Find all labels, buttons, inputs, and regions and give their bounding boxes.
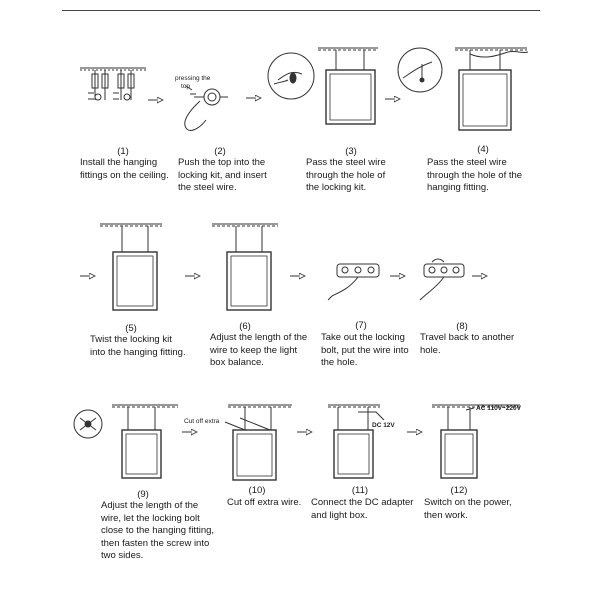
step10-light-box-illustration (224, 404, 292, 481)
step12-light-box-illustration (432, 404, 520, 479)
step1-number: (1) (117, 146, 129, 157)
step10-number: (10) (248, 485, 266, 496)
step6-light-box-illustration (212, 223, 278, 311)
step8-caption: Travel back to another hole. (420, 332, 515, 356)
step8-number: (8) (456, 321, 468, 332)
step4-number: (4) (477, 144, 489, 155)
step6-caption: Adjust the length of the wire to keep th… (210, 332, 308, 368)
step11-light-box-illustration (328, 404, 385, 479)
step4-light-box-illustration (397, 47, 529, 131)
step11-number: (11) (351, 485, 369, 496)
step3-number: (3) (345, 146, 357, 157)
step9-caption: Adjust the length of the wire, let the l… (101, 500, 215, 561)
top-rule (62, 10, 540, 11)
step2-number: (2) (214, 146, 226, 157)
cut-off-extra-label: Cut off extra (184, 418, 220, 425)
step5-caption: Twist the locking kit into the hanging f… (90, 334, 186, 358)
step2-caption: Push the top into the locking kit, and i… (178, 157, 267, 193)
step1-fittings-illustration (80, 67, 146, 101)
pressing-top-label: pressing the top (175, 75, 212, 90)
step3-caption: Pass the steel wire through the hole of … (306, 157, 386, 193)
step5-light-box-illustration (100, 223, 162, 311)
step9-light-box-illustration (73, 404, 178, 479)
step10-caption: Cut off extra wire. (227, 497, 302, 508)
step12-caption: Switch on the power, then work. (424, 497, 512, 521)
step2-locking-kit-illustration (184, 85, 228, 131)
step11-caption: Connect the DC adapter and light box. (311, 497, 414, 521)
step7-caption: Take out the locking bolt, put the wire … (321, 332, 409, 368)
step9-number: (9) (137, 489, 149, 500)
step1-caption: Install the hanging fittings on the ceil… (80, 157, 169, 181)
step5-number: (5) (125, 323, 137, 334)
step3-light-box-illustration (267, 47, 378, 125)
step8-locking-bolt-illustration (419, 258, 465, 301)
ac-voltage-label: AC 110V~220V (476, 405, 522, 412)
step6-number: (6) (239, 321, 251, 332)
step12-number: (12) (450, 485, 468, 496)
step7-number: (7) (355, 320, 367, 331)
step7-locking-bolt-illustration (327, 263, 380, 301)
dc-voltage-label: DC 12V (372, 422, 395, 429)
step4-caption: Pass the steel wire through the hole of … (427, 157, 523, 193)
